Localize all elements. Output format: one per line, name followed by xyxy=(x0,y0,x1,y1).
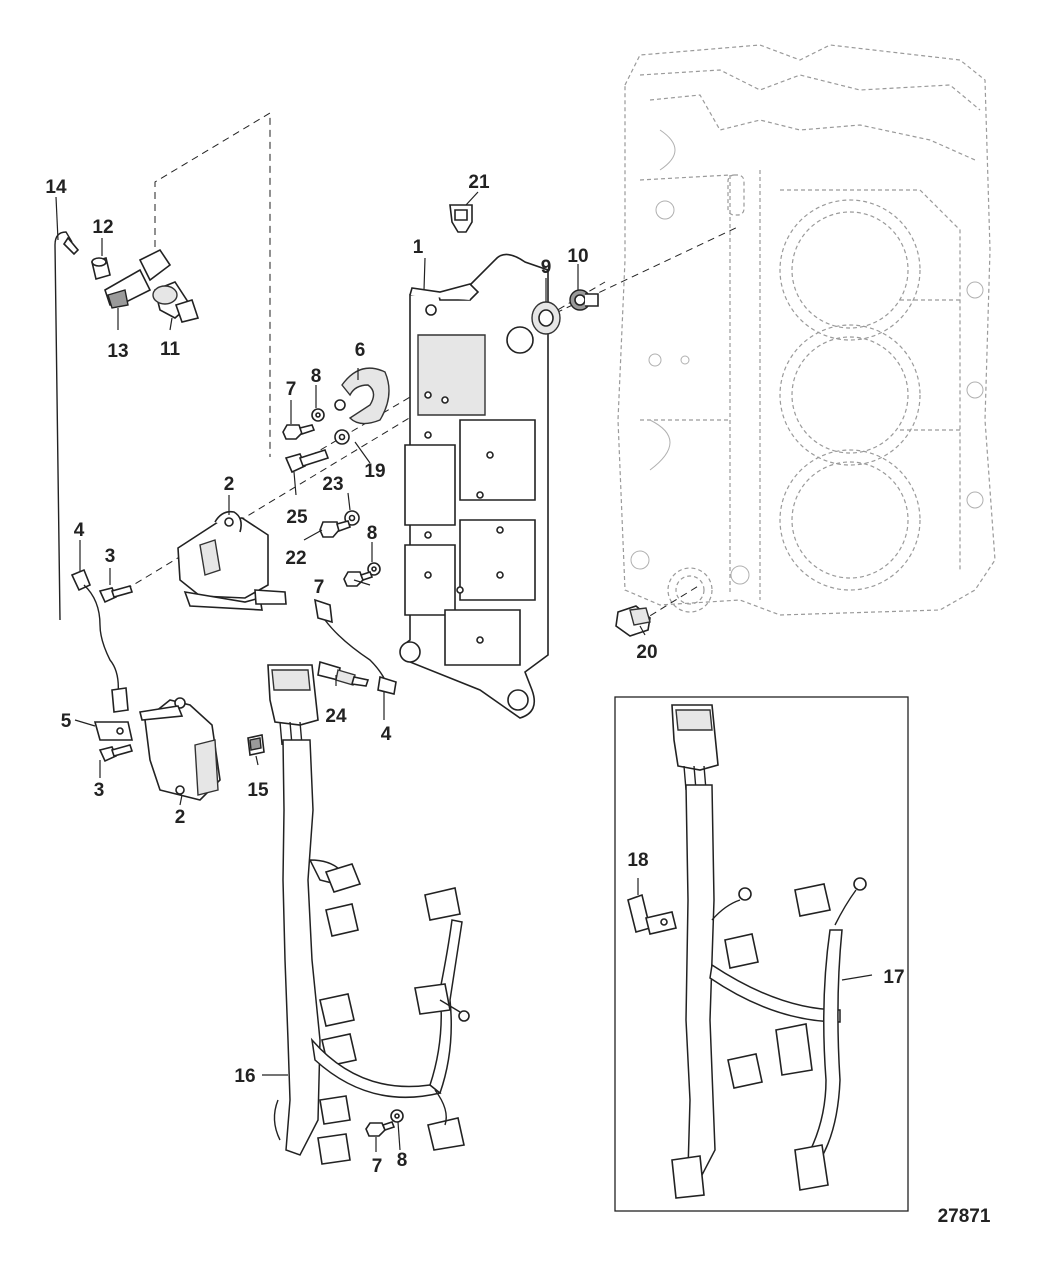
engine-block-outline xyxy=(617,44,996,616)
diagram-id: 27871 xyxy=(938,1206,991,1227)
callout-7c: 7 xyxy=(372,1156,383,1177)
callout-17: 17 xyxy=(883,967,904,988)
callout-19: 19 xyxy=(364,461,385,482)
callout-8c: 8 xyxy=(397,1150,408,1171)
plug-lead-left xyxy=(70,568,129,713)
callout-23: 23 xyxy=(322,474,343,495)
callout-7a: 7 xyxy=(286,379,297,400)
callout-24: 24 xyxy=(325,706,347,727)
callout-16: 16 xyxy=(234,1066,255,1087)
callout-9: 9 xyxy=(541,257,552,278)
callout-3a: 3 xyxy=(105,546,116,567)
callout-11: 11 xyxy=(160,339,181,360)
spacer-part xyxy=(341,367,390,425)
ignition-coil-upper xyxy=(177,510,287,611)
callout-7b: 7 xyxy=(314,577,325,598)
callout-12: 12 xyxy=(92,217,113,238)
clip-18-part xyxy=(627,893,677,935)
callout-1: 1 xyxy=(413,237,424,258)
callout-8a: 8 xyxy=(311,366,322,387)
wiring-harness-main xyxy=(267,664,470,1165)
ignition-coil-lower xyxy=(139,697,221,801)
pressure-switch xyxy=(615,605,651,637)
callout-22: 22 xyxy=(285,548,306,569)
callout-5: 5 xyxy=(61,711,72,732)
callout-labels: 1 2 2 3 3 4 4 5 6 7 7 7 8 8 8 9 10 11 12… xyxy=(45,172,990,1227)
clip-part xyxy=(449,204,473,233)
temperature-sender xyxy=(317,660,370,687)
callout-18: 18 xyxy=(627,850,648,871)
bushing-part xyxy=(569,289,599,311)
screw-parts xyxy=(98,424,396,1137)
clip-15-part xyxy=(247,734,265,756)
callout-2b: 2 xyxy=(175,807,186,828)
callout-8b: 8 xyxy=(367,523,378,544)
callout-2a: 2 xyxy=(224,474,235,495)
leader-lines xyxy=(55,191,873,1152)
callout-14: 14 xyxy=(45,177,67,198)
washer-parts xyxy=(311,399,404,1123)
callout-4a: 4 xyxy=(74,520,85,541)
grommet-part xyxy=(531,301,561,335)
wiring-harness-inset xyxy=(671,704,867,1199)
bonding-wire xyxy=(54,231,80,621)
alignment-lines xyxy=(114,112,741,623)
inset-panel xyxy=(614,696,909,1212)
callout-25: 25 xyxy=(286,507,308,528)
callout-4b: 4 xyxy=(381,724,392,745)
callout-21: 21 xyxy=(468,172,490,193)
callout-13: 13 xyxy=(107,341,128,362)
sensor-group xyxy=(91,248,200,323)
plug-lead-right xyxy=(313,598,397,695)
callout-3b: 3 xyxy=(94,780,105,801)
callout-10: 10 xyxy=(567,246,588,267)
callout-15: 15 xyxy=(247,780,269,801)
callout-20: 20 xyxy=(636,642,657,663)
bracket-part xyxy=(93,721,133,741)
callout-6: 6 xyxy=(355,340,366,361)
mounting-plate xyxy=(399,253,549,719)
